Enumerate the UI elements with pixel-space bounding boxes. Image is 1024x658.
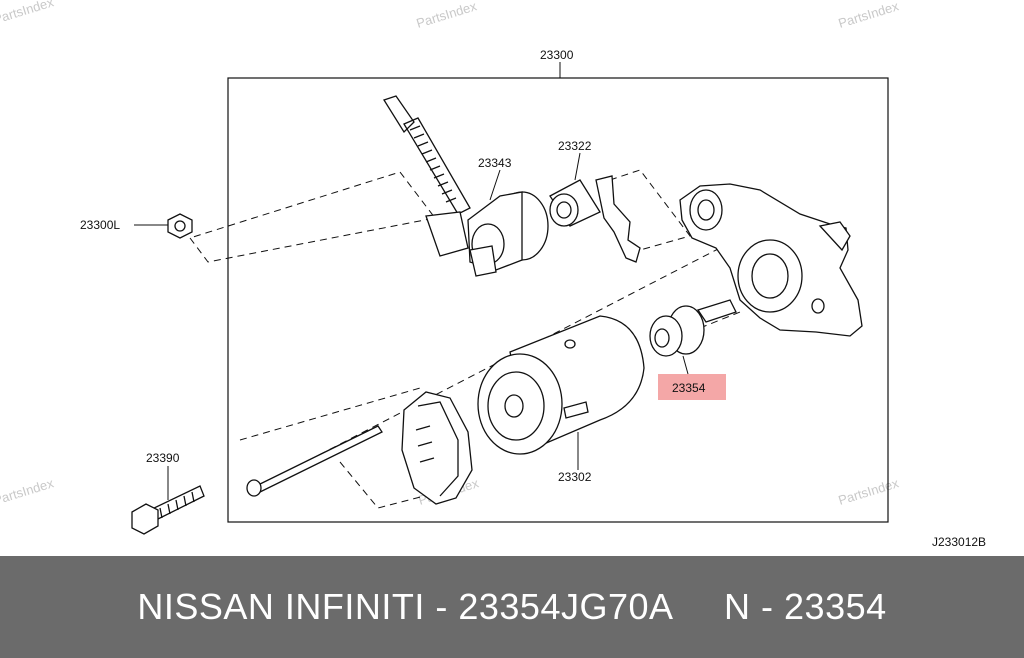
nut-part [167,213,193,239]
watermark: PartsIndex [0,0,56,27]
rear-cover-part [401,391,473,505]
callout-23302: 23302 [558,470,592,484]
solenoid-part [383,95,549,277]
callout-23322: 23322 [558,139,592,153]
part-number-footer: NISSAN INFINITI - 23354JG70A N - 23354 [0,556,1024,658]
callout-23343: 23343 [478,156,512,170]
pinion-leader [682,355,689,375]
figure-code: J233012B [932,535,986,549]
solenoid-leader [489,169,501,201]
assembly-frame [227,77,889,523]
watermark: PartsIndex [414,0,478,31]
watermark: PartsIndex [836,0,900,31]
watermark: PartsIndex [0,475,56,508]
callout-23354: 23354 [672,381,706,395]
yoke-part [477,315,645,455]
lever-leader [574,152,581,181]
parts-diagram: PartsIndex PartsIndex PartsIndex PartsIn… [0,0,986,549]
lever-part [549,175,641,263]
watermark: PartsIndex [836,475,900,508]
callout-23390: 23390 [146,451,180,465]
pinion-callout-highlight [658,374,726,400]
callout-23300: 23300 [540,48,574,62]
part-number-title: NISSAN INFINITI - 23354JG70A N - 23354 [137,586,887,627]
bolt-part [131,485,205,535]
pinion-part [649,299,737,357]
gear-housing-part [679,183,863,337]
callout-23300L: 23300L [80,218,120,232]
through-bolt-part [246,425,383,497]
